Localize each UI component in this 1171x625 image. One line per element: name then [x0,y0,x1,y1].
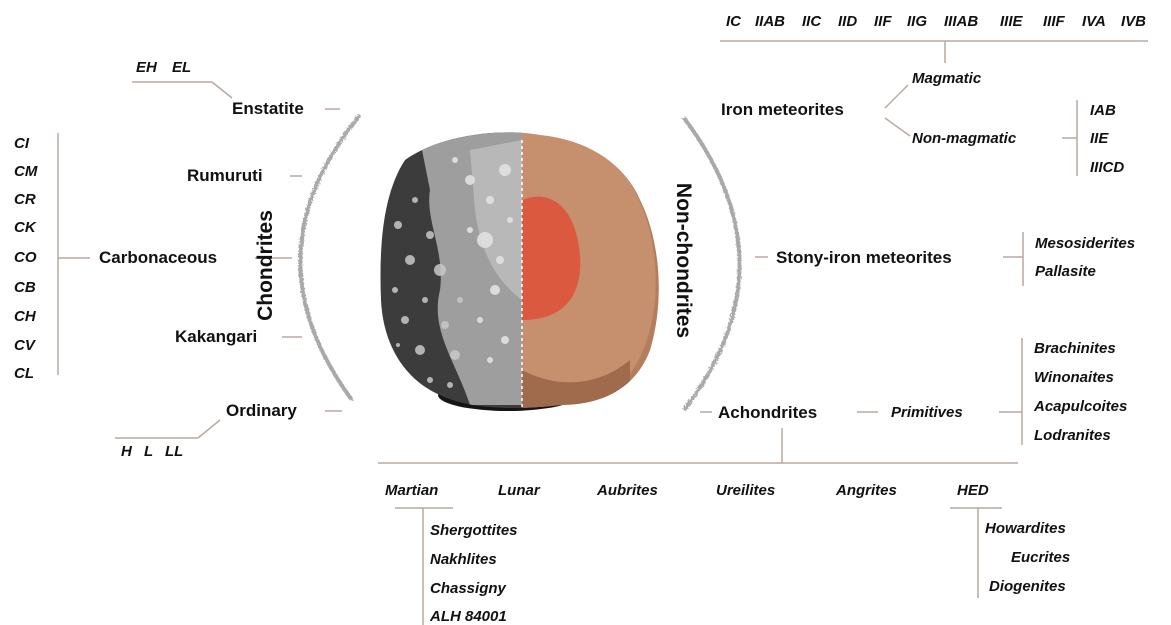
enstatite-group-el: EL [172,60,191,75]
magmatic-group-iic: IIC [802,14,821,29]
magmatic-label: Magmatic [912,71,981,86]
martian-nakhlites: Nakhlites [430,552,497,567]
carbonaceous-group-cb: CB [14,280,36,295]
magmatic-group-ivb: IVB [1121,14,1146,29]
chondrite-half [370,120,522,420]
martian-chassigny: Chassigny [430,581,506,596]
carbonaceous-group-ci: CI [14,136,29,151]
iron-meteorites-label: Iron meteorites [721,101,844,118]
stony-iron-label: Stony-iron meteorites [776,249,952,266]
magmatic-group-iiiab: IIIAB [944,14,978,29]
achondrite-group-hed: HED [957,483,989,498]
hed-diogenites: Diogenites [989,579,1066,594]
hed-eucrites: Eucrites [1011,550,1070,565]
carbonaceous-group-cv: CV [14,338,35,353]
ordinary-group-ll: LL [165,444,183,459]
primitive-group-brachinites: Brachinites [1034,341,1116,356]
primitive-group-lodranites: Lodranites [1034,428,1111,443]
martian-alh-84001: ALH 84001 [430,609,507,624]
ordinary-group-l: L [144,444,153,459]
carbonaceous-group-cr: CR [14,192,36,207]
martian-shergottites: Shergottites [430,523,518,538]
non-magmatic-group-iab: IAB [1090,103,1116,118]
magmatic-group-iva: IVA [1082,14,1106,29]
carbonaceous-group-ch: CH [14,309,36,324]
magmatic-group-iif: IIF [874,14,892,29]
enstatite-group-eh: EH [136,60,157,75]
achondrite-group-aubrites: Aubrites [597,483,658,498]
kakangari-label: Kakangari [175,328,257,345]
carbonaceous-group-cm: CM [14,164,37,179]
magmatic-group-ic: IC [726,14,741,29]
non-magmatic-group-iiicd: IIICD [1090,160,1124,175]
stony-iron-group-pallasite: Pallasite [1035,264,1096,279]
chondrites-title: Chondrites [255,210,276,321]
non-magmatic-label: Non-magmatic [912,131,1016,146]
primitive-group-winonaites: Winonaites [1034,370,1114,385]
carbonaceous-group-co: CO [14,250,37,265]
hed-howardites: Howardites [985,521,1066,536]
non-chondrites-title: Non-chondrites [673,183,694,338]
magmatic-group-iiie: IIIE [1000,14,1023,29]
ordinary-label: Ordinary [226,402,297,419]
achondrite-group-angrites: Angrites [836,483,897,498]
stony-iron-group-mesosiderites: Mesosiderites [1035,236,1135,251]
enstatite-label: Enstatite [232,100,304,117]
magmatic-group-iid: IID [838,14,857,29]
achondrite-group-lunar: Lunar [498,483,540,498]
primitives-label: Primitives [891,405,963,420]
magmatic-group-iiif: IIIF [1043,14,1065,29]
magmatic-group-iig: IIG [907,14,927,29]
rumuruti-label: Rumuruti [187,167,263,184]
magmatic-group-iiab: IIAB [755,14,785,29]
primitive-group-acapulcoites: Acapulcoites [1034,399,1127,414]
achondrites-label: Achondrites [718,404,817,421]
asteroid-illustration [370,120,682,420]
carbonaceous-group-cl: CL [14,366,34,381]
ordinary-group-h: H [121,444,132,459]
carbonaceous-group-ck: CK [14,220,36,235]
non-chondrite-half [522,120,682,420]
chondrites-arc [300,115,360,400]
non-magmatic-group-iie: IIE [1090,131,1108,146]
carbonaceous-label: Carbonaceous [99,249,217,266]
achondrite-group-martian: Martian [385,483,438,498]
achondrite-group-ureilites: Ureilites [716,483,775,498]
